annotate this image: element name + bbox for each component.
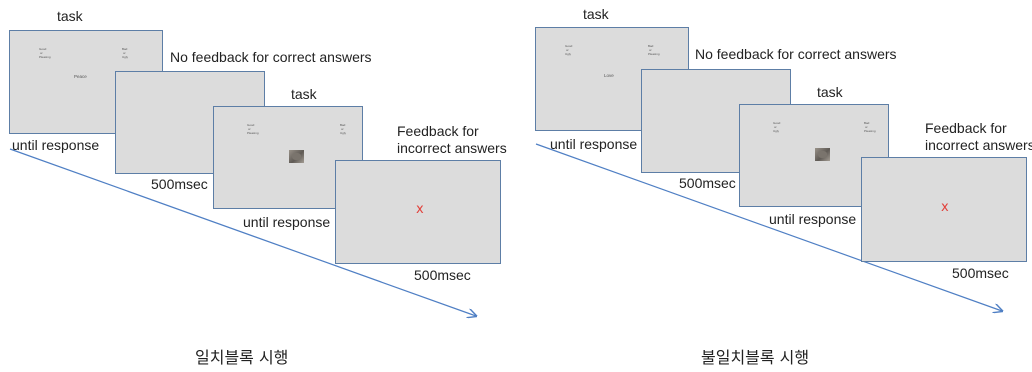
right-category-bottom: Ugly [340, 131, 347, 135]
right-category-bottom: Pleasing [864, 129, 876, 133]
interval-label-2: 500msec [952, 265, 1009, 281]
left-category-top: Good [39, 47, 47, 51]
left-category-bottom: Pleasing [39, 55, 51, 59]
left-category-top: Good [773, 121, 781, 125]
right-category-bottom: Ugly [122, 55, 129, 59]
panel-caption: 불일치블록 시행 [701, 348, 810, 367]
until-response-label-2: until response [243, 214, 331, 230]
right-category-or: or [865, 125, 868, 129]
feedback-screen: x [335, 160, 501, 264]
left-category-bottom: Pleasing [247, 131, 259, 135]
task-label-1: task [57, 8, 83, 24]
until-response-label-2: until response [769, 211, 857, 227]
left-category-top: Good [247, 123, 255, 127]
error-x-icon: x [416, 202, 424, 217]
right-category-or: or [649, 48, 652, 52]
right-category-or: or [341, 127, 344, 131]
right-category-bottom: Pleasing [648, 52, 660, 56]
task-label-2: task [291, 86, 317, 102]
cat-picture-stimulus [815, 148, 830, 161]
left-category-or: or [248, 127, 251, 131]
stimulus-screen-2: Good or Ugly Bad or Pleasing [739, 104, 889, 207]
interval-label-1: 500msec [151, 176, 208, 192]
feedback-screen: x [861, 157, 1027, 262]
right-category-top: Bad [648, 44, 654, 48]
time-arrow [9, 148, 516, 372]
stimulus-word: Peace [74, 74, 87, 79]
left-category-bottom: Ugly [565, 52, 572, 56]
time-arrow [535, 143, 1032, 372]
right-category-top: Bad [340, 123, 346, 127]
right-category-top: Bad [122, 47, 128, 51]
right-category-top: Bad [864, 121, 870, 125]
left-category-bottom: Ugly [773, 129, 780, 133]
task-label-1: task [583, 6, 609, 22]
error-x-icon: x [941, 200, 949, 215]
left-category-or: or [566, 48, 569, 52]
until-response-label-1: until response [12, 137, 100, 153]
incongruent-block-panel: task Good or Ugly Bad or Pleasing Love u… [526, 0, 1032, 372]
feedback-label: Feedback for incorrect answers [397, 123, 507, 156]
interval-label-1: 500msec [679, 175, 736, 191]
interval-label-2: 500msec [414, 267, 471, 283]
until-response-label-1: until response [550, 136, 638, 152]
panel-caption: 일치블록 시행 [195, 348, 289, 367]
feedback-label: Feedback for incorrect answers [925, 120, 1032, 153]
left-category-top: Good [565, 44, 573, 48]
cat-picture-stimulus [289, 150, 304, 163]
left-category-or: or [774, 125, 777, 129]
task-label-2: task [817, 84, 843, 100]
left-category-or: or [40, 51, 43, 55]
stimulus-word: Love [604, 73, 614, 78]
no-feedback-label: No feedback for correct answers [695, 46, 897, 62]
right-category-or: or [123, 51, 126, 55]
no-feedback-label: No feedback for correct answers [170, 49, 372, 65]
congruent-block-panel: task Good or Pleasing Bad or Ugly Peace … [9, 8, 516, 372]
